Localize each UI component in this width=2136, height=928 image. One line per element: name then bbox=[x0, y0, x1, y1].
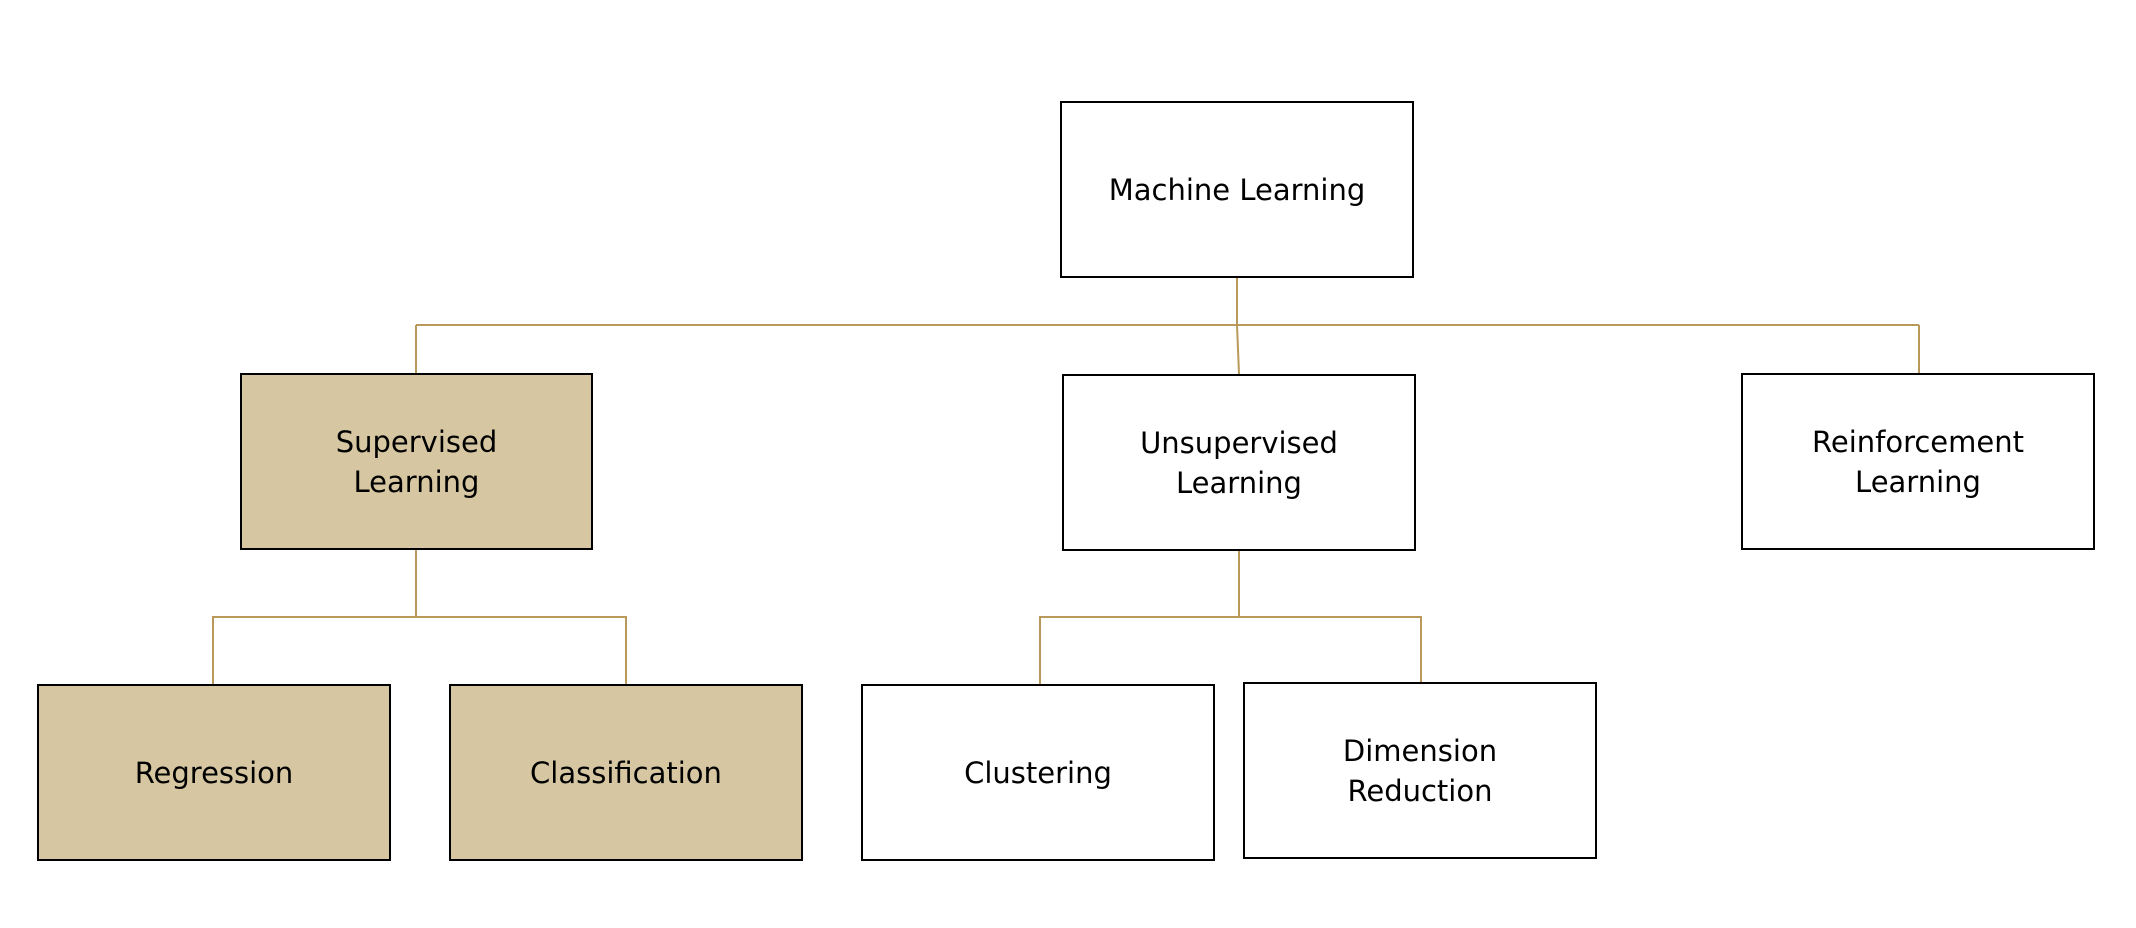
node-unsupervised-learning-label: Unsupervised Learning bbox=[1140, 425, 1338, 500]
node-reinforcement-learning: Reinforcement Learning bbox=[1741, 373, 2095, 550]
node-supervised-learning-label: Supervised Learning bbox=[335, 424, 498, 499]
node-supervised-learning: Supervised Learning bbox=[240, 373, 593, 550]
node-reinforcement-learning-label: Reinforcement Learning bbox=[1812, 424, 2024, 499]
node-classification: Classification bbox=[449, 684, 803, 861]
connector-supervised-regression bbox=[212, 549, 417, 684]
node-dimension-reduction: Dimension Reduction bbox=[1243, 682, 1597, 859]
node-clustering: Clustering bbox=[861, 684, 1215, 861]
node-clustering-label: Clustering bbox=[964, 755, 1112, 790]
node-classification-label: Classification bbox=[530, 755, 722, 790]
connector-ml-unsupervised bbox=[1236, 324, 1240, 375]
node-unsupervised-learning: Unsupervised Learning bbox=[1062, 374, 1416, 551]
connector-supervised-classification bbox=[416, 616, 627, 684]
node-regression: Regression bbox=[37, 684, 391, 861]
connector-ml-bus bbox=[416, 278, 1919, 326]
connector-unsupervised-clustering bbox=[1039, 550, 1240, 684]
node-machine-learning-label: Machine Learning bbox=[1108, 172, 1366, 207]
node-regression-label: Regression bbox=[134, 755, 294, 790]
connector-unsupervised-dimension-reduction bbox=[1239, 616, 1422, 682]
node-machine-learning: Machine Learning bbox=[1060, 101, 1414, 278]
node-dimension-reduction-label: Dimension Reduction bbox=[1342, 733, 1498, 808]
